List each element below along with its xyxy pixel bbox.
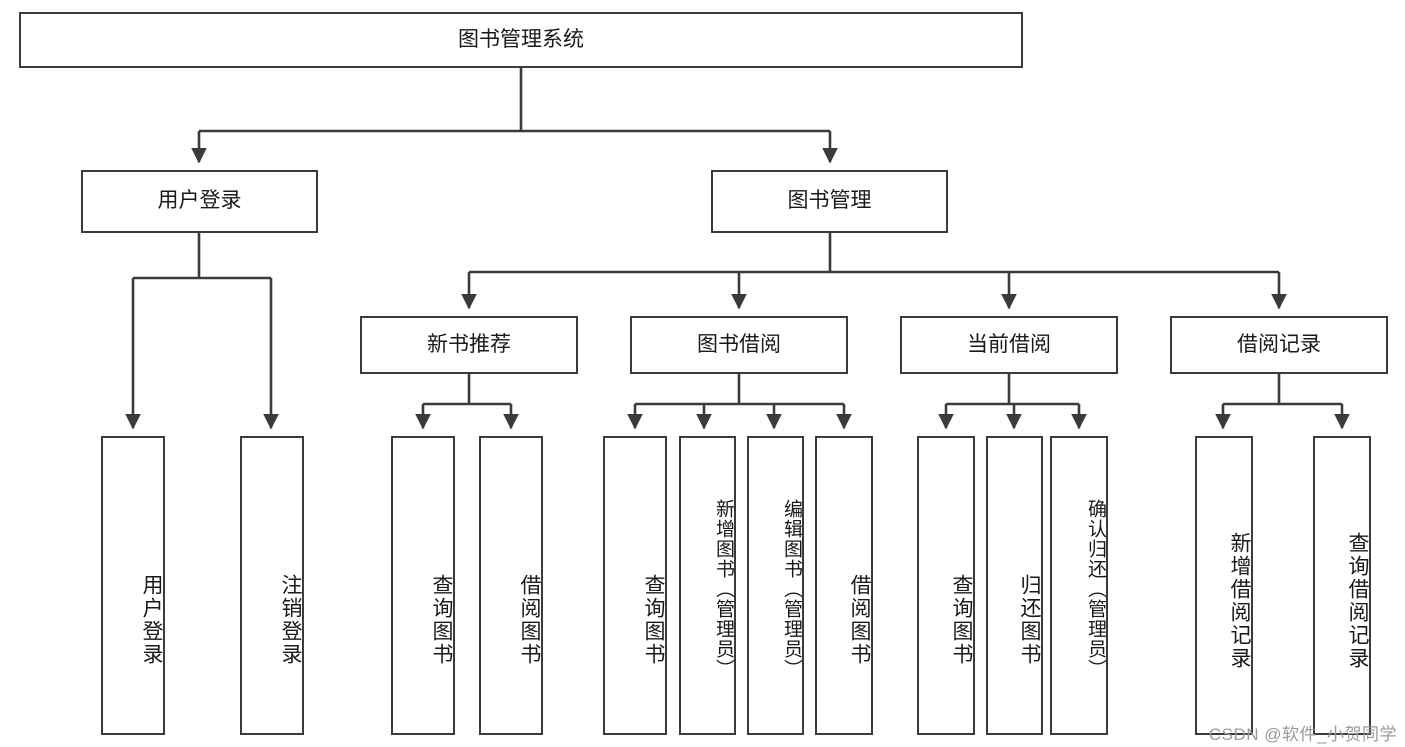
node-borrow-record-label: 借阅记录 <box>1237 332 1321 356</box>
node-leaf-query-record-label: 查询借阅记录 <box>1346 531 1369 670</box>
node-leaf-query-book-2-label: 查询图书 <box>642 573 665 666</box>
node-root-label: 图书管理系统 <box>458 27 584 51</box>
node-user-login-label: 用户登录 <box>157 189 242 213</box>
node-leaf-query-book-3[interactable]: 查询图书 <box>917 436 975 735</box>
node-current-borrow[interactable]: 当前借阅 <box>900 316 1118 374</box>
node-leaf-borrow-book-1-label: 借阅图书 <box>518 573 541 666</box>
node-leaf-query-record[interactable]: 查询借阅记录 <box>1313 436 1371 735</box>
node-leaf-borrow-book-2[interactable]: 借阅图书 <box>815 436 873 735</box>
node-leaf-query-book-1-label: 查询图书 <box>430 573 453 666</box>
node-leaf-edit-book-label: 编辑图书（管理员） <box>781 498 802 679</box>
node-leaf-user-login-label: 用户登录 <box>140 573 163 666</box>
node-leaf-add-book[interactable]: 新增图书（管理员） <box>679 436 736 735</box>
node-root[interactable]: 图书管理系统 <box>19 12 1023 68</box>
node-book-borrow-label: 图书借阅 <box>697 332 781 356</box>
node-leaf-query-book-3-label: 查询图书 <box>950 573 973 666</box>
node-new-book-recommend-label: 新书推荐 <box>427 332 511 356</box>
node-leaf-confirm-return-label: 确认归还（管理员） <box>1085 498 1106 679</box>
node-book-management-label: 图书管理 <box>787 189 872 213</box>
node-leaf-add-book-label: 新增图书（管理员） <box>713 498 734 679</box>
node-leaf-borrow-book-1[interactable]: 借阅图书 <box>479 436 543 735</box>
node-leaf-return-book[interactable]: 归还图书 <box>986 436 1043 735</box>
node-leaf-logout-login[interactable]: 注销登录 <box>240 436 304 735</box>
node-leaf-confirm-return[interactable]: 确认归还（管理员） <box>1050 436 1108 735</box>
node-leaf-edit-book[interactable]: 编辑图书（管理员） <box>747 436 804 735</box>
node-leaf-borrow-book-2-label: 借阅图书 <box>848 573 871 666</box>
node-current-borrow-label: 当前借阅 <box>967 332 1051 356</box>
node-book-management[interactable]: 图书管理 <box>711 170 948 233</box>
node-book-borrow[interactable]: 图书借阅 <box>630 316 848 374</box>
node-user-login[interactable]: 用户登录 <box>81 170 318 233</box>
node-leaf-user-login[interactable]: 用户登录 <box>101 436 165 735</box>
node-leaf-return-book-label: 归还图书 <box>1018 573 1041 666</box>
node-leaf-query-book-2[interactable]: 查询图书 <box>603 436 667 735</box>
node-leaf-add-record[interactable]: 新增借阅记录 <box>1195 436 1253 735</box>
watermark: CSDN @软件_小贺同学 <box>1208 725 1397 744</box>
node-leaf-logout-login-label: 注销登录 <box>279 573 302 666</box>
node-new-book-recommend[interactable]: 新书推荐 <box>360 316 578 374</box>
node-borrow-record[interactable]: 借阅记录 <box>1170 316 1388 374</box>
node-leaf-query-book-1[interactable]: 查询图书 <box>391 436 455 735</box>
node-leaf-add-record-label: 新增借阅记录 <box>1228 531 1251 670</box>
